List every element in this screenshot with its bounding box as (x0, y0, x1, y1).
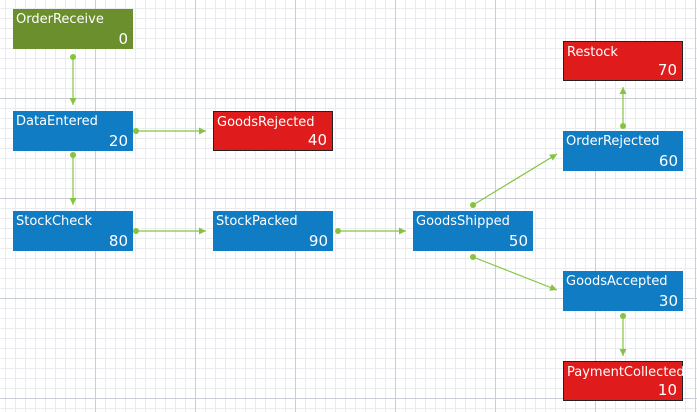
edge-data-entered-to-goods-rejected (133, 127, 206, 135)
node-label: DataEntered (16, 114, 98, 129)
edge-start-dot (620, 313, 626, 319)
node-goods-shipped[interactable]: GoodsShipped 50 (413, 211, 533, 251)
edge-goods-accepted-to-payment-collected (619, 313, 627, 356)
node-value: 0 (118, 30, 128, 48)
edge-order-receive-to-data-entered (69, 54, 77, 105)
edge-stock-packed-to-goods-shipped (335, 227, 406, 235)
edge-arrowhead (399, 227, 406, 235)
node-restock[interactable]: Restock 70 (563, 41, 683, 81)
edge-start-dot (620, 123, 626, 129)
edge-line (472, 153, 558, 206)
node-label: GoodsAccepted (566, 274, 668, 289)
edge-goods-shipped-to-goods-accepted (470, 254, 558, 291)
node-order-receive[interactable]: OrderReceive 0 (13, 9, 133, 49)
edge-start-dot (335, 228, 341, 234)
edge-data-entered-to-stock-check (69, 152, 77, 205)
edge-goods-shipped-to-order-rejected (470, 153, 558, 208)
edge-start-dot (70, 54, 76, 60)
edge-start-dot (70, 152, 76, 158)
node-value: 70 (657, 61, 677, 79)
edge-start-dot (133, 228, 139, 234)
node-label: StockCheck (16, 214, 92, 229)
node-value: 60 (658, 152, 678, 170)
edge-arrowhead (199, 227, 206, 235)
node-label: GoodsRejected (217, 115, 315, 130)
edge-start-dot (470, 202, 476, 208)
node-label: OrderRejected (566, 134, 660, 149)
edge-arrowhead (69, 98, 77, 105)
node-stock-check[interactable]: StockCheck 80 (13, 211, 133, 251)
node-value: 90 (308, 232, 328, 250)
node-stock-packed[interactable]: StockPacked 90 (213, 211, 333, 251)
node-label: OrderReceive (16, 12, 104, 27)
node-label: GoodsShipped (416, 214, 510, 229)
node-order-rejected[interactable]: OrderRejected 60 (563, 131, 683, 171)
edge-order-rejected-to-restock (619, 87, 627, 129)
edge-arrowhead (619, 87, 627, 94)
node-value: 30 (658, 292, 678, 310)
edge-stock-check-to-stock-packed (133, 227, 206, 235)
edge-start-dot (470, 254, 476, 260)
node-label: StockPacked (216, 214, 298, 229)
node-payment-collected[interactable]: PaymentCollected 10 (563, 361, 685, 401)
edge-arrowhead (549, 284, 557, 291)
node-value: 80 (108, 232, 128, 250)
edge-start-dot (133, 128, 139, 134)
node-value: 10 (657, 381, 677, 399)
edge-arrowhead (549, 154, 557, 161)
edge-arrowhead (619, 349, 627, 356)
node-goods-accepted[interactable]: GoodsAccepted 30 (563, 271, 683, 311)
node-goods-rejected[interactable]: GoodsRejected 40 (213, 111, 333, 151)
node-value: 20 (108, 132, 128, 150)
edge-line (472, 256, 558, 291)
node-value: 40 (307, 131, 327, 149)
edge-arrowhead (69, 198, 77, 205)
node-label: PaymentCollected (567, 365, 685, 380)
node-value: 50 (508, 232, 528, 250)
edge-arrowhead (199, 127, 206, 135)
node-data-entered[interactable]: DataEntered 20 (13, 111, 133, 151)
node-label: Restock (567, 45, 618, 60)
